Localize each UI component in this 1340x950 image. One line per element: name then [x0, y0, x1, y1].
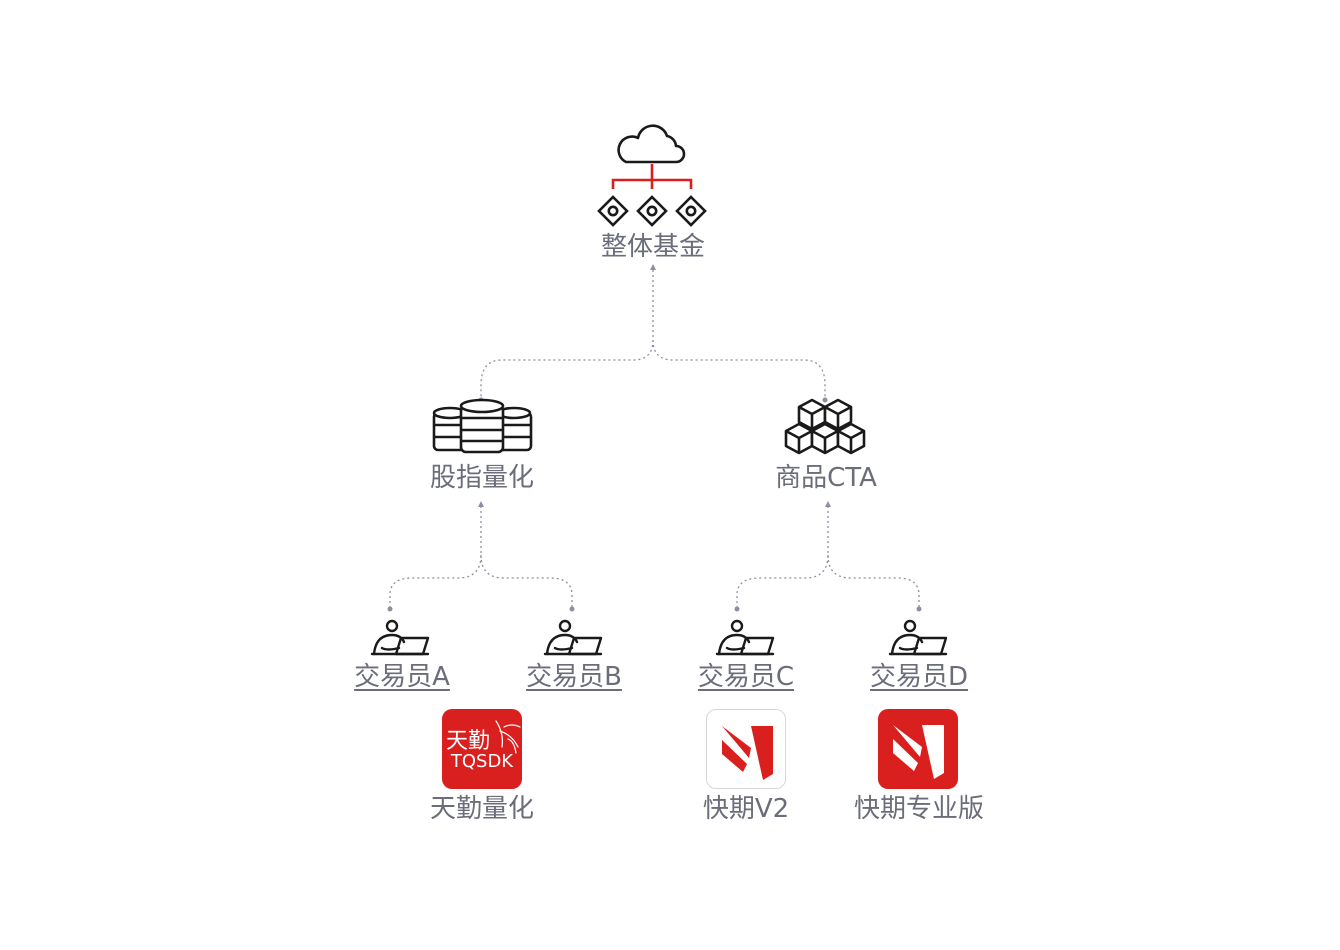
trader-icons	[370, 619, 948, 656]
dot-trader-b	[569, 606, 575, 612]
trader-laptop-icon	[543, 619, 603, 656]
trader-laptop-icon	[370, 619, 430, 656]
category-label-equity: 股指量化	[429, 463, 535, 493]
category-label-commodity: 商品CTA	[775, 463, 877, 493]
trader-link-c[interactable]: 交易员C	[697, 662, 795, 692]
dot-cat-right	[822, 397, 828, 403]
coin-stack-icon	[432, 398, 533, 454]
connectors	[389, 270, 920, 608]
connector-left-branch-b	[480, 554, 573, 608]
app-label-tqsdk: 天勤量化	[429, 794, 535, 824]
root-label: 整体基金	[600, 232, 706, 262]
arrowhead-right	[825, 501, 831, 507]
trader-link-a[interactable]: 交易员A	[354, 662, 450, 692]
connector-root-right	[652, 339, 826, 400]
dot-trader-a	[387, 606, 393, 612]
app-label-kuaiqi-pro: 快期专业版	[853, 794, 985, 824]
app-label-kuaiqi-v2: 快期V2	[702, 794, 790, 824]
kuaiqi-pro-logo[interactable]	[878, 709, 958, 789]
tqsdk-logo[interactable]: 天勤 TQSDK	[442, 709, 522, 789]
tqsdk-logo-text-cn: 天勤	[446, 729, 491, 754]
kuaiqi-logo[interactable]	[706, 709, 786, 789]
connector-right-branch	[736, 506, 829, 608]
connector-right-branch-d	[827, 554, 920, 608]
node-icons	[597, 195, 707, 227]
tqsdk-logo-text-en: TQSDK	[450, 751, 514, 772]
connector-left-branch	[389, 506, 482, 608]
kuaiqi-mark	[722, 726, 773, 780]
connector-root-trunk	[480, 270, 654, 400]
trader-laptop-icon	[888, 619, 948, 656]
trader-link-d[interactable]: 交易员D	[869, 662, 969, 692]
cloud-network-icon	[597, 124, 707, 227]
arrowhead-left	[478, 501, 484, 507]
kuaiqi-pro-mark	[893, 725, 944, 779]
cloud-shape	[617, 124, 686, 164]
cube-stack-icon	[784, 398, 866, 455]
dot-trader-d	[916, 606, 922, 612]
dot-trader-c	[734, 606, 740, 612]
trader-link-b[interactable]: 交易员B	[526, 662, 622, 692]
tqsdk-orchid-icon	[495, 720, 521, 754]
network-lines	[611, 164, 693, 189]
trader-laptop-icon	[715, 619, 775, 656]
arrowhead-root	[650, 264, 656, 270]
